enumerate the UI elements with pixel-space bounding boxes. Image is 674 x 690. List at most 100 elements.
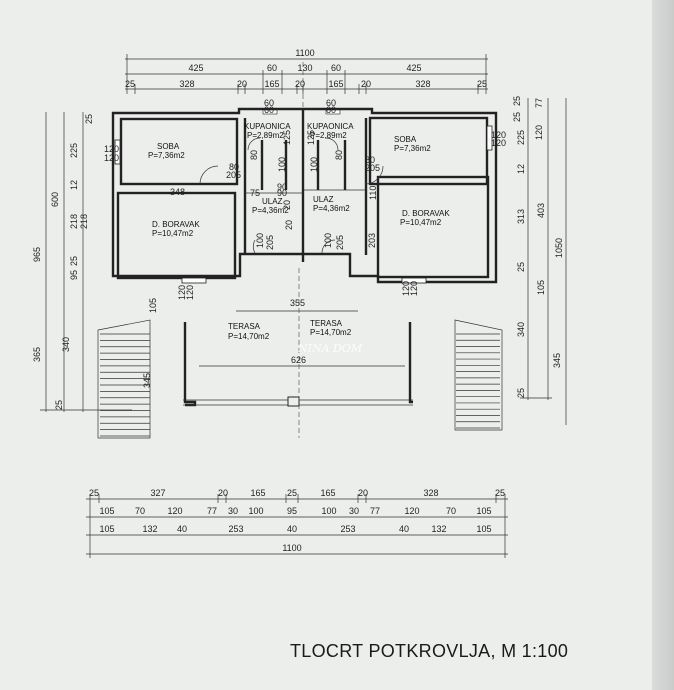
room-terasa-left-name: TERASA <box>228 322 261 331</box>
dim-left: 25 <box>54 400 64 410</box>
dim-bottom: 77 <box>207 506 217 516</box>
dim-inner: 120 <box>491 130 506 140</box>
room-terasa-right-name: TERASA <box>310 319 343 328</box>
dim-bottom: 70 <box>135 506 145 516</box>
dim-bottom: 40 <box>399 524 409 534</box>
dim-bottom: 30 <box>228 506 238 516</box>
dim-left: 345 <box>142 373 152 388</box>
dim-inner: 90 <box>277 182 287 192</box>
building-walls <box>111 107 498 284</box>
dim-bottom: 100 <box>248 506 263 516</box>
dim-inner: 60 <box>264 105 274 115</box>
dim-inner: 110 <box>368 186 378 200</box>
dim-top-r2-3: 20 <box>237 79 247 89</box>
dim-bottom: 70 <box>446 506 456 516</box>
dim-bottom: 253 <box>228 524 243 534</box>
dim-right: 313 <box>516 209 526 224</box>
dim-top-r2-9: 25 <box>477 79 487 89</box>
paper-edge <box>652 0 674 690</box>
dim-bottom: 77 <box>370 506 380 516</box>
dim-bottom-overall: 1100 <box>282 543 301 553</box>
dim-right: 77 <box>534 98 544 108</box>
dim-inner: 80 <box>249 150 259 160</box>
dim-bottom: 40 <box>287 524 297 534</box>
dim-inner: 205 <box>226 170 241 180</box>
room-ulaz-right-area: P=4,36m2 <box>313 204 350 213</box>
dim-right: 25 <box>512 96 522 106</box>
dim-right: 403 <box>536 203 546 218</box>
stairs-right <box>454 319 503 431</box>
dim-right: 105 <box>536 280 546 295</box>
dim-left: 25 <box>84 114 94 124</box>
dim-inner: 20 <box>284 220 294 230</box>
dim-right: 120 <box>534 125 544 140</box>
dim-inner: 100 <box>323 233 333 248</box>
dim-bottom: 20 <box>358 488 368 498</box>
dim-inner: 120 <box>177 285 187 300</box>
room-soba-right-area: P=7,36m2 <box>394 144 431 153</box>
room-terasa-left-area: P=14,70m2 <box>228 332 270 341</box>
dim-top-r2-6: 165 <box>328 79 343 89</box>
dim-inner: 90 <box>277 188 287 198</box>
dim-inner: 120 <box>409 281 419 296</box>
dim-left: 225 <box>69 143 79 158</box>
dim-top-r2-4: 165 <box>264 79 279 89</box>
dim-inner: 105 <box>148 298 158 313</box>
dim-inner: 100 <box>255 233 265 248</box>
dim-left: 95 <box>69 270 79 280</box>
dim-bottom: 105 <box>476 506 491 516</box>
left-dimensions: 965 365 600 25 225 12 218 95 25 340 25 3… <box>32 112 152 412</box>
dim-bottom: 327 <box>150 488 165 498</box>
dim-top-r2-5: 20 <box>295 79 305 89</box>
dim-bottom: 25 <box>287 488 297 498</box>
dim-inner: 80 <box>229 162 239 172</box>
dim-inner: 80 <box>365 155 375 165</box>
bottom-dimensions: 25 327 20 165 25 165 20 328 25 105 70 12… <box>86 488 508 558</box>
dim-left: 600 <box>50 192 60 207</box>
dim-inner: 20 <box>282 200 292 210</box>
dim-inner: 60 <box>264 98 274 108</box>
dim-inner: 120 <box>185 285 195 300</box>
dim-right: 345 <box>552 353 562 368</box>
room-ulaz-left-name: ULAZ <box>262 197 283 206</box>
room-ulaz-left-area: P=4,36m2 <box>252 206 289 215</box>
dim-bottom: 100 <box>321 506 336 516</box>
dim-left: 12 <box>69 180 79 190</box>
room-kup-left-name: KUPAONICA <box>244 122 291 131</box>
dim-bottom: 132 <box>142 524 157 534</box>
dim-inner: 75 <box>250 188 260 198</box>
dim-inner: 355 <box>290 298 305 308</box>
dim-top-1: 425 <box>188 63 203 73</box>
dim-inner: 218 <box>79 214 89 229</box>
dim-bottom: 105 <box>99 524 114 534</box>
dim-top-r2-8: 328 <box>415 79 430 89</box>
dim-inner: 125 <box>282 130 292 145</box>
inner-dimensions: 120 120 80 205 60 60 125 80 80 125 60 60… <box>79 98 506 365</box>
room-ulaz-right-name: ULAZ <box>313 195 334 204</box>
dim-inner: 60 <box>326 98 336 108</box>
room-kup-right-area: P=2,89m2 <box>310 131 347 140</box>
dim-top-3: 130 <box>297 63 312 73</box>
dim-inner: 205 <box>335 235 345 250</box>
dim-bottom: 25 <box>495 488 505 498</box>
room-terasa-right-area: P=14,70m2 <box>310 328 352 337</box>
drawing-caption: TLOCRT POTKROVLJA, M 1:100 <box>290 641 569 661</box>
dim-bottom: 120 <box>404 506 419 516</box>
dim-right: 25 <box>516 388 526 398</box>
dim-inner: 205 <box>265 235 275 250</box>
dim-left: 340 <box>61 337 71 352</box>
watermark-logo: NINA DOM <box>297 342 363 355</box>
dim-bottom: 120 <box>167 506 182 516</box>
dim-inner: 60 <box>326 105 336 115</box>
dim-left: 965 <box>32 247 42 262</box>
dim-top-r2-1: 25 <box>125 79 135 89</box>
dim-bottom: 253 <box>340 524 355 534</box>
room-soba-right-name: SOBA <box>394 135 417 144</box>
room-labels: SOBA P=7,36m2 KUPAONICA P=2,89m2 KUPAONI… <box>148 122 450 355</box>
dim-bottom: 105 <box>99 506 114 516</box>
dim-inner: 348 <box>170 187 185 197</box>
dim-inner: 626 <box>291 355 306 365</box>
dim-bottom: 328 <box>423 488 438 498</box>
dim-bottom: 20 <box>218 488 228 498</box>
